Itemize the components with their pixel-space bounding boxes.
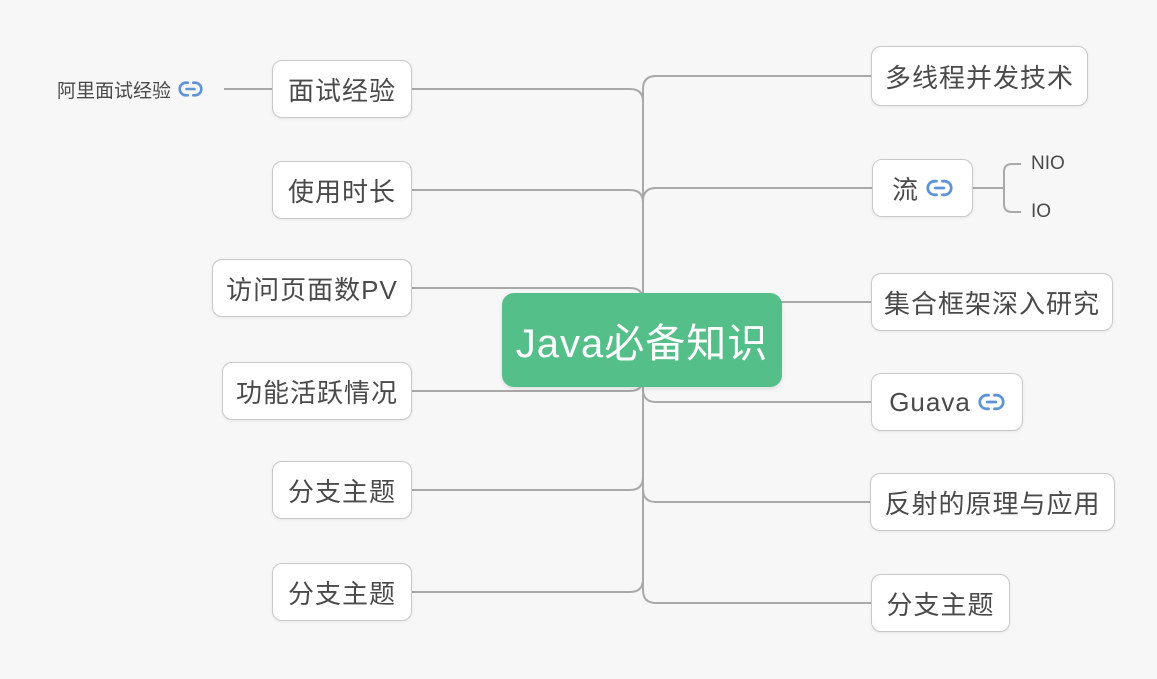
hyperlink-icon[interactable] [978, 393, 1005, 411]
subtopic-label: IO [1031, 201, 1052, 222]
edge-right-2 [642, 187, 872, 202]
topic-label: 反射的原理与应用 [884, 488, 1101, 519]
subtopic-ali-interview-experience[interactable]: 阿里面试经验 [57, 76, 203, 102]
subtopic-label: NIO [1031, 153, 1065, 174]
topic-reflection-principles[interactable]: 反射的原理与应用 [870, 473, 1115, 531]
topic-guava[interactable]: Guava [871, 373, 1023, 431]
central-topic[interactable]: Java必备知识 [502, 293, 782, 387]
subtopic-label: 阿里面试经验 [57, 80, 172, 102]
edge-right-4 [642, 388, 871, 403]
topic-label: 功能活跃情况 [235, 377, 398, 408]
topic-label: 使用时长 [287, 176, 396, 207]
topic-stream[interactable]: 流 [872, 159, 973, 217]
central-topic-label: Java必备知识 [515, 322, 769, 366]
subtopic-nio[interactable]: NIO [1031, 151, 1065, 177]
edge-left-1 [412, 88, 644, 103]
topic-label: 分支主题 [886, 589, 995, 620]
topic-label: 访问页面数PV [226, 274, 398, 305]
edge-right-6 [642, 589, 871, 604]
topic-label: 面试经验 [287, 75, 396, 106]
topic-feature-activity[interactable]: 功能活跃情况 [222, 362, 412, 420]
hyperlink-icon[interactable] [926, 179, 953, 197]
topic-branch-right-6[interactable]: 分支主题 [871, 574, 1010, 632]
edge-left-6 [412, 578, 644, 593]
topic-label: 分支主题 [287, 476, 396, 507]
topic-usage-duration[interactable]: 使用时长 [272, 161, 412, 219]
hyperlink-icon[interactable] [178, 80, 203, 98]
topic-label: 多线程并发技术 [884, 62, 1074, 93]
edge-right-1 [642, 75, 871, 90]
topic-label: 流 [891, 174, 919, 205]
edge-right-5 [642, 488, 870, 503]
topic-page-views-pv[interactable]: 访问页面数PV [212, 259, 412, 317]
topic-interview-experience[interactable]: 面试经验 [272, 60, 412, 118]
topic-label: 分支主题 [287, 578, 396, 609]
edge-stream-children-bracket [1003, 163, 1021, 213]
topic-multithreading-concurrency[interactable]: 多线程并发技术 [871, 46, 1088, 106]
topic-label: 集合框架深入研究 [883, 288, 1100, 319]
subtopic-io[interactable]: IO [1031, 199, 1051, 225]
edge-left-5 [412, 476, 644, 491]
topic-branch-left-6[interactable]: 分支主题 [272, 563, 412, 621]
edge-left-2 [412, 189, 644, 204]
topic-label: Guava [889, 386, 971, 417]
topic-collections-framework[interactable]: 集合框架深入研究 [871, 273, 1113, 331]
topic-branch-left-5[interactable]: 分支主题 [272, 461, 412, 519]
